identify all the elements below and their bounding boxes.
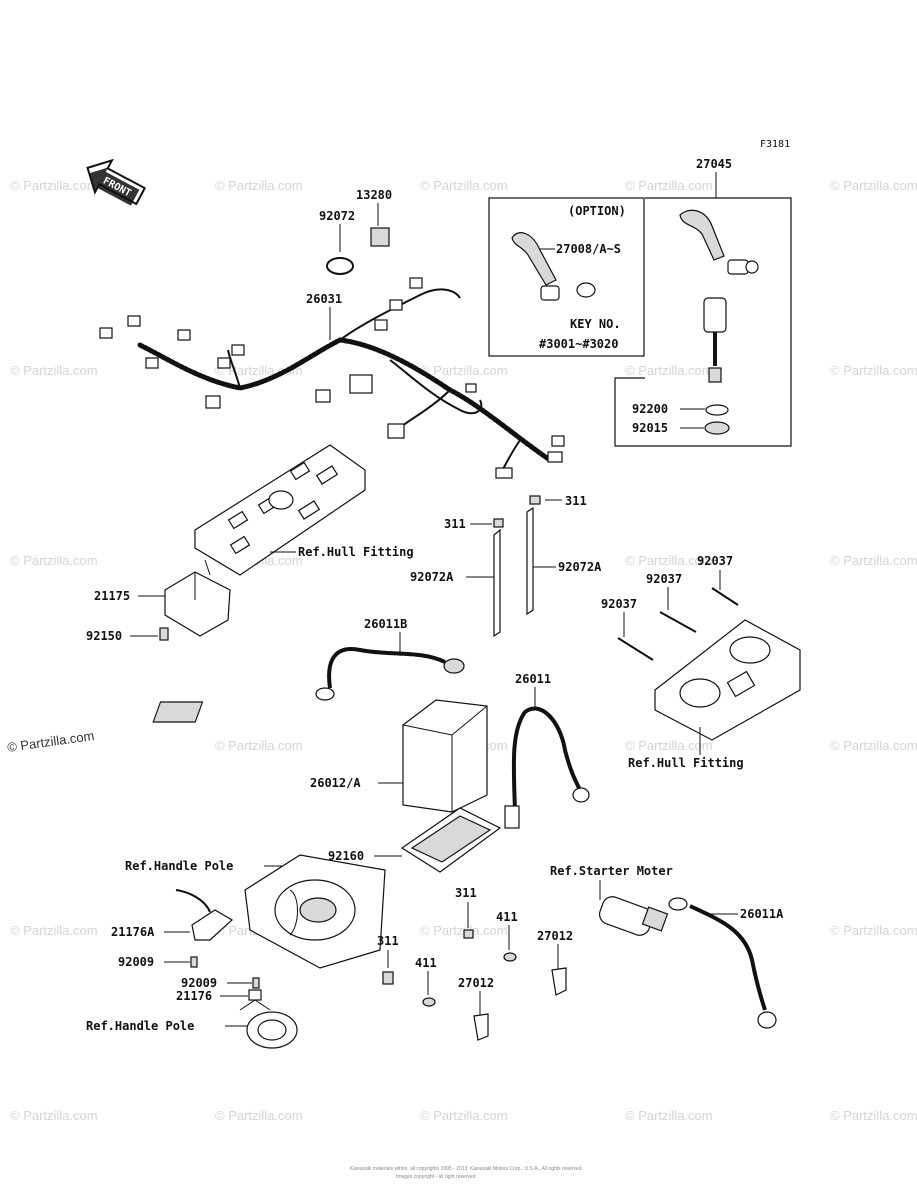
- hull-fitting-plate-2: 92037 92037 92037 Ref.Hull Fitting: [601, 554, 801, 770]
- front-arrow-icon: FRONT: [86, 158, 147, 206]
- watermark: © Partzilla.com: [625, 738, 713, 753]
- part-92150: 92150: [86, 629, 122, 643]
- battery-straps: 311 311 92072A 92072A: [410, 494, 602, 638]
- part-27012-b: 27012: [458, 976, 494, 990]
- watermark: © Partzilla.com: [830, 738, 917, 753]
- watermark: © Partzilla.com: [10, 1108, 98, 1123]
- watermark: © Partzilla.com: [830, 178, 917, 193]
- part-311-a: 311: [444, 517, 466, 531]
- watermark: © Partzilla.com: [10, 178, 98, 193]
- watermark: © Partzilla.com: [420, 1108, 508, 1123]
- watermark: © Partzilla.com: [625, 178, 713, 193]
- ref-handle-pole-2: Ref.Handle Pole: [86, 1019, 194, 1033]
- wire-harness: 26031: [99, 277, 565, 479]
- part-21175: 21175: [94, 589, 130, 603]
- copyright-footer: Kawasaki materials within, all copyright…: [350, 1166, 583, 1180]
- part-92009-a: 92009: [118, 955, 154, 969]
- part-92015: 92015: [632, 421, 668, 435]
- watermark: © Partzilla.com: [830, 363, 917, 378]
- part-27012-a: 27012: [537, 929, 573, 943]
- part-26011B: 26011B: [364, 617, 407, 631]
- watermark: © Partzilla.com: [830, 923, 917, 938]
- watermark-dark: © Partzilla.com: [6, 728, 95, 755]
- ref-hull-fitting-2: Ref.Hull Fitting: [628, 756, 744, 770]
- hull-fitting-plate: Ref.Hull Fitting: [194, 444, 414, 576]
- key-no-label: KEY NO.: [570, 317, 621, 331]
- part-21176A: 21176A: [111, 925, 155, 939]
- part-21176: 21176: [176, 989, 212, 1003]
- part-92200: 92200: [632, 402, 668, 416]
- part-411-b: 411: [415, 956, 437, 970]
- part-411-a: 411: [496, 910, 518, 924]
- watermark: © Partzilla.com: [830, 553, 917, 568]
- part-26011A: 26011A: [740, 907, 784, 921]
- copyright-line-2: Images copyright - all right reserved: [396, 1174, 476, 1180]
- cable-26011B: 26011B: [315, 617, 465, 701]
- cable-26011: 26011: [504, 672, 590, 829]
- option-box: (OPTION) 27008/A~S KEY NO. #3001~#3020: [488, 197, 645, 357]
- part-26012A: 26012/A: [310, 776, 361, 790]
- copyright-line-1: Kawasaki materials within, all copyright…: [350, 1166, 583, 1172]
- handle-pole-ring: Ref.Handle Pole: [86, 999, 298, 1049]
- starter-motor: Ref.Starter Moter 26011A: [550, 864, 784, 1029]
- part-92072A-a: 92072A: [410, 570, 454, 584]
- watermark: © Partzilla.com: [10, 363, 98, 378]
- watermark: © Partzilla.com: [10, 923, 98, 938]
- watermark: © Partzilla.com: [10, 553, 98, 568]
- key-switch-box: 27045 92200 92015: [614, 157, 792, 447]
- battery: 26012/A: [152, 699, 488, 813]
- part-13280: 13280: [356, 188, 392, 202]
- watermark: © Partzilla.com: [420, 363, 508, 378]
- watermark: © Partzilla.com: [830, 1108, 917, 1123]
- option-title: (OPTION): [568, 204, 626, 218]
- part-92009-b: 92009: [181, 976, 217, 990]
- watermark: © Partzilla.com: [215, 178, 303, 193]
- part-92072: 92072: [319, 209, 355, 223]
- label-and-clamp: 13280 92072: [319, 188, 392, 275]
- handle-pole-gasket: Ref.Handle Pole: [125, 854, 386, 969]
- part-311-d: 311: [377, 934, 399, 948]
- key-range: #3001~#3020: [539, 337, 618, 351]
- watermark: © Partzilla.com: [625, 553, 713, 568]
- watermark: © Partzilla.com: [215, 1108, 303, 1123]
- part-26031: 26031: [306, 292, 342, 306]
- part-311-c: 311: [455, 886, 477, 900]
- watermark: © Partzilla.com: [420, 178, 508, 193]
- part-92037-a: 92037: [697, 554, 733, 568]
- part-92037-c: 92037: [601, 597, 637, 611]
- watermark: © Partzilla.com: [625, 1108, 713, 1123]
- ref-handle-pole-1: Ref.Handle Pole: [125, 859, 233, 873]
- part-92160: 92160: [328, 849, 364, 863]
- ref-hull-fitting-1: Ref.Hull Fitting: [298, 545, 414, 559]
- part-26011: 26011: [515, 672, 551, 686]
- figure-code: F3181: [760, 139, 790, 150]
- part-92072A-b: 92072A: [558, 560, 602, 574]
- module-21175: 21175 92150: [86, 559, 231, 643]
- ref-starter-moter: Ref.Starter Moter: [550, 864, 673, 878]
- option-part-number: 27008/A~S: [556, 242, 621, 256]
- watermark: © Partzilla.com: [625, 363, 713, 378]
- sensor-21176A: 21176A 92009 92009 21176: [111, 889, 262, 1003]
- battery-tray: 92160: [328, 807, 502, 873]
- part-311-b: 311: [565, 494, 587, 508]
- fasteners: 311 411 27012 311 411 27012: [377, 886, 573, 1041]
- watermark: © Partzilla.com: [215, 738, 303, 753]
- part-92037-b: 92037: [646, 572, 682, 586]
- part-27045: 27045: [696, 157, 732, 171]
